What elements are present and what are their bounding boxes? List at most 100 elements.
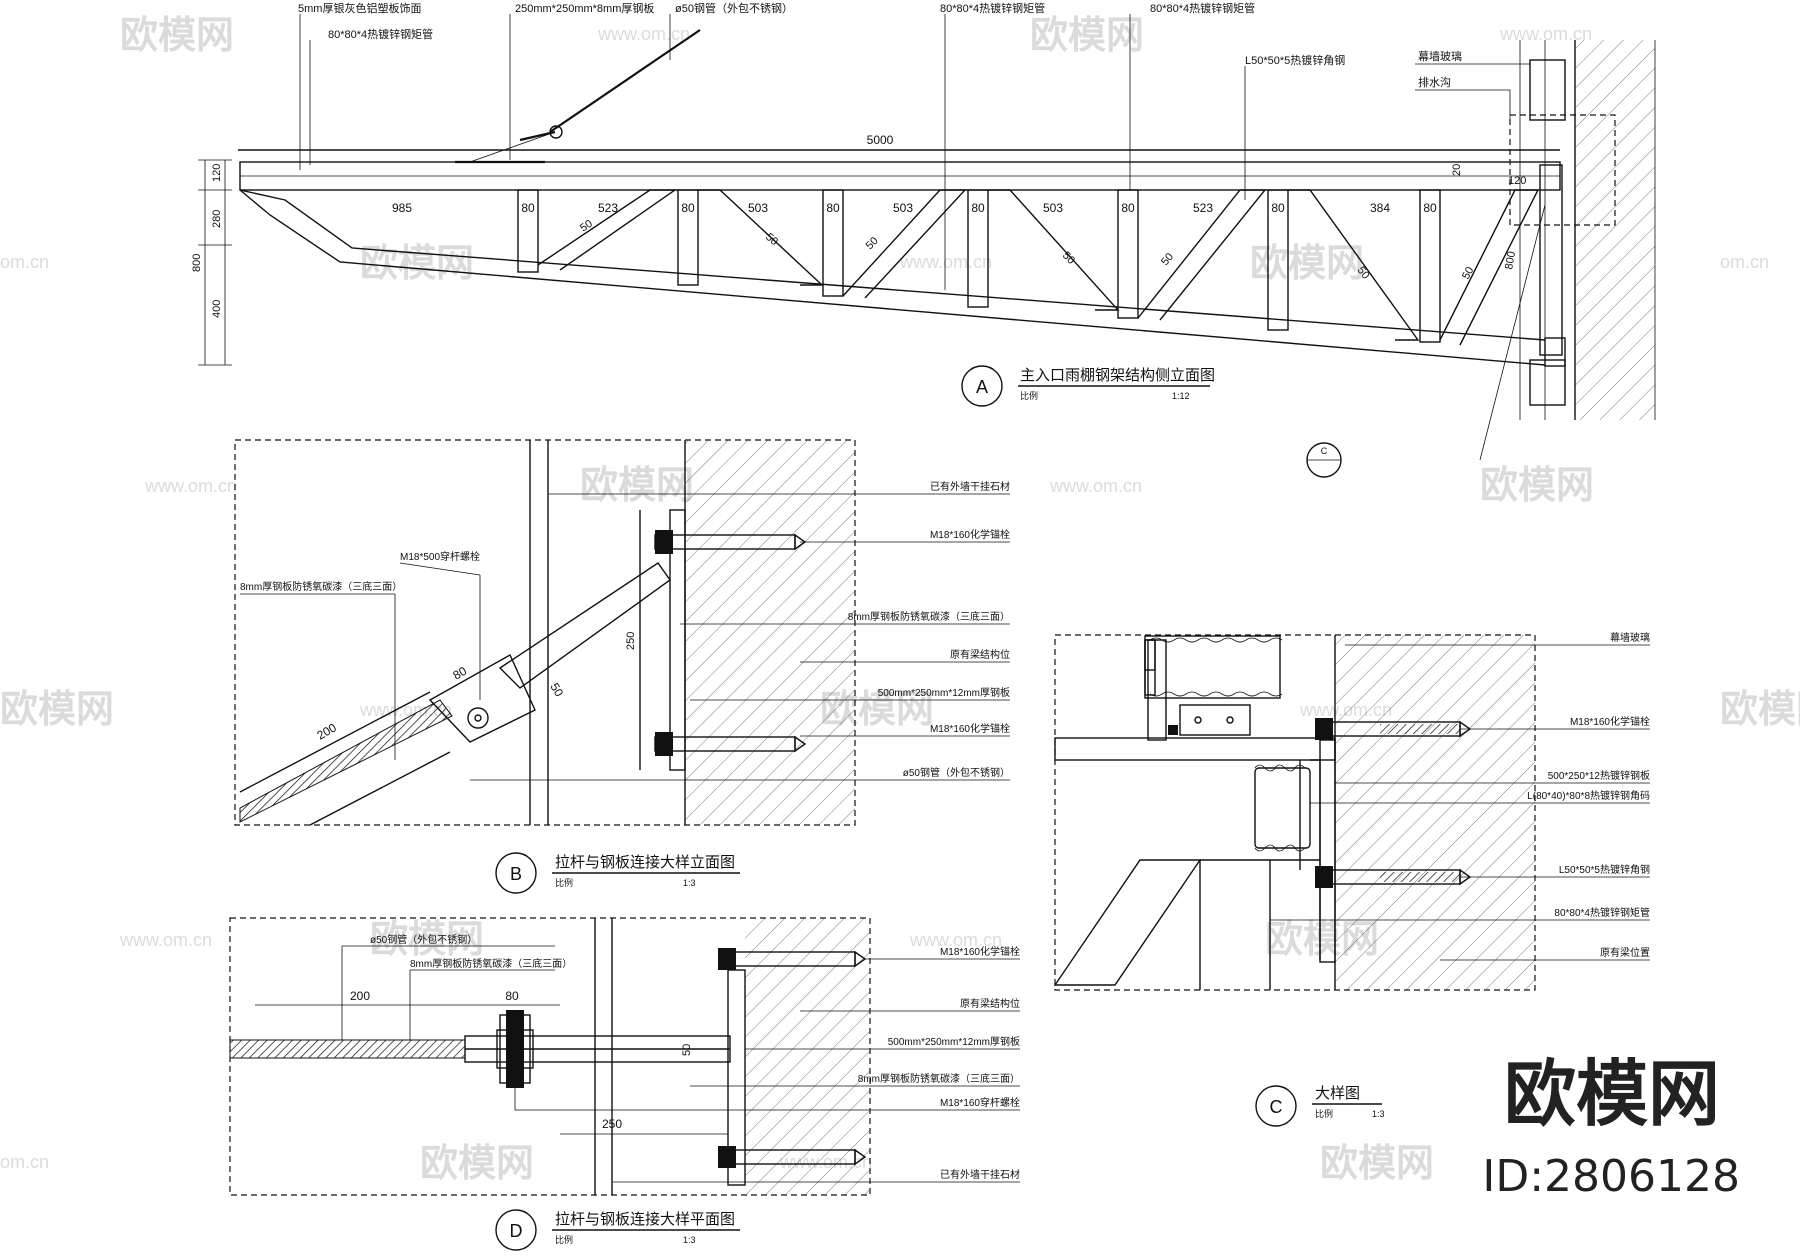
view-b-dim: 50 [547, 681, 566, 700]
view-b-dim: 250 [625, 632, 637, 650]
total-span-dim: 5000 [867, 133, 894, 147]
view-b-label: 500mm*250mm*12mm厚钢板 [878, 686, 1010, 699]
right-dim: 20 [1451, 164, 1463, 176]
view-b-gusset [498, 562, 671, 689]
view-c-label: 80*80*4热镀锌钢矩管 [1554, 906, 1650, 919]
view-b-scale-label: 比例 [555, 877, 573, 888]
watermark-brand: 欧模网 [580, 465, 694, 507]
watermark-url: om.cn [1720, 252, 1769, 272]
left-dim: 400 [211, 300, 223, 318]
view-d-marker-circle [495, 1209, 537, 1251]
bay-dim: 523 [598, 201, 618, 215]
tie-rod-link [519, 130, 556, 142]
left-dim: 800 [191, 254, 203, 272]
view-c-frame [1054, 634, 1536, 991]
watermark-brand: 欧模网 [370, 919, 484, 961]
bay-dim: 80 [681, 201, 695, 215]
view-b-pin [467, 707, 489, 729]
view-b-marker-circle [495, 852, 537, 894]
watermark-url: www.om.cn [909, 930, 1002, 950]
view-d-wall-hatch [745, 918, 870, 1195]
bay-dim: 80 [971, 201, 985, 215]
watermark-brand: 欧模网 [120, 15, 234, 57]
view-c-title: 大样图 [1315, 1085, 1360, 1102]
view-c-scale: 1:3 [1372, 1109, 1385, 1119]
watermark-brand: 欧模网 [1720, 689, 1800, 731]
view-c-wall-hatch [1335, 635, 1535, 990]
bay-dim: 503 [893, 201, 913, 215]
view-d-plate [727, 969, 746, 1186]
view-d-label: M18*160穿杆螺栓 [940, 1096, 1020, 1109]
view-d-dim: 250 [602, 1117, 622, 1131]
view-c-insulation [1144, 635, 1281, 699]
svg-text:50: 50 [1159, 251, 1176, 268]
watermark-brand: 欧模网 [420, 1143, 534, 1185]
view-a-marker: A [976, 377, 988, 397]
watermark-url: om.cn [0, 252, 49, 272]
view-b-wall-hatch [685, 440, 855, 825]
view-b-label: 已有外墙干挂石材 [930, 480, 1010, 493]
view-c-diagonal [1053, 859, 1202, 986]
bay-dim: 985 [392, 201, 412, 215]
view-b-rod [239, 699, 453, 823]
annotation-a-5: 80*80*4热镀锌钢矩管 [1150, 1, 1255, 15]
view-d-label: 8mm厚钢板防锈氧碳漆（三底三面） [858, 1072, 1020, 1085]
truss-verticals [517, 164, 1563, 356]
bay-dimensions: 985 80 523 80 503 80 503 80 503 80 523 8… [392, 201, 1437, 215]
rod-pin [549, 125, 563, 139]
watermark-url: www.om.cn [1499, 24, 1592, 44]
view-b-label: 8mm厚钢板防锈氧碳漆（三底三面） [848, 610, 1010, 623]
svg-text:50: 50 [763, 231, 780, 248]
bottom-chord-end [1544, 337, 1566, 367]
bay-dim: 80 [1121, 201, 1135, 215]
annotation-a-1: 80*80*4热镀锌钢矩管 [328, 27, 433, 41]
annotation-a-0: 5mm厚银灰色铝塑板饰面 [298, 1, 421, 15]
watermark-brand: 欧模网 [1250, 243, 1364, 285]
brand-id: ID:2806128 [1482, 1151, 1740, 1202]
view-b-marker: B [510, 864, 522, 884]
view-a-truss-elevation: 5mm厚银灰色铝塑板饰面 80*80*4热镀锌钢矩管 250mm*250mm*8… [191, 1, 1656, 478]
view-d-label: 原有梁结构位 [960, 997, 1020, 1010]
view-b-label: M18*160化学锚栓 [930, 722, 1010, 735]
view-b-label: M18*160化学锚栓 [930, 528, 1010, 541]
truss-diagonals [537, 189, 1540, 346]
bay-dim: 503 [1043, 201, 1063, 215]
view-b-clevis [428, 654, 536, 743]
view-b-leaders [394, 493, 1010, 781]
svg-text:50: 50 [864, 235, 881, 252]
watermark-url: www.om.cn [1049, 476, 1142, 496]
view-d-top-label: 8mm厚钢板防锈氧碳漆（三底三面） [410, 957, 572, 970]
watermark-brand: 欧模网 [0, 689, 114, 731]
callout-c-label: C [1321, 446, 1328, 456]
annotation-a-3: ø50钢管（外包不锈钢） [675, 1, 793, 15]
watermark-url: www.om.cn [597, 24, 690, 44]
diagonal-size-labels: 50 50 50 50 50 50 50 [578, 218, 1476, 282]
watermark-brand: 欧模网 [1030, 15, 1144, 57]
wall-hatch [1575, 40, 1655, 420]
watermark-brand: 欧模网 [1480, 465, 1594, 507]
view-b-left-label: M18*500穿杆螺栓 [400, 550, 480, 563]
view-d-label: 已有外墙干挂石材 [940, 1168, 1020, 1181]
view-a-title: 主入口雨棚钢架结构侧立面图 [1020, 367, 1215, 384]
watermark-url: www.om.cn [899, 252, 992, 272]
view-c-marker: C [1270, 1097, 1283, 1117]
view-d-title: 拉杆与钢板连接大样平面图 [555, 1210, 735, 1228]
svg-text:50: 50 [578, 218, 595, 235]
view-d-marker: D [510, 1221, 523, 1241]
view-b-dim: 80 [451, 664, 470, 683]
view-a-scale-label: 比例 [1020, 390, 1038, 401]
svg-text:50: 50 [1460, 265, 1476, 281]
bottom-chord-upper [239, 189, 1546, 341]
view-b-label: ø50钢管（外包不锈钢） [903, 766, 1010, 779]
bay-dim: 80 [521, 201, 535, 215]
view-d-leaders [514, 958, 1020, 1183]
annotation-a-6: L50*50*5热镀锌角钢 [1245, 53, 1345, 67]
watermark-url: www.om.cn [119, 930, 212, 950]
bay-dim: 503 [748, 201, 768, 215]
bay-dim: 384 [1370, 201, 1390, 215]
view-c-tube [1254, 767, 1311, 849]
mullion-top [1529, 59, 1566, 121]
annotation-a-8: 排水沟 [1418, 75, 1451, 89]
bottom-chord-lower [239, 189, 1546, 366]
left-dim: 280 [211, 210, 223, 228]
